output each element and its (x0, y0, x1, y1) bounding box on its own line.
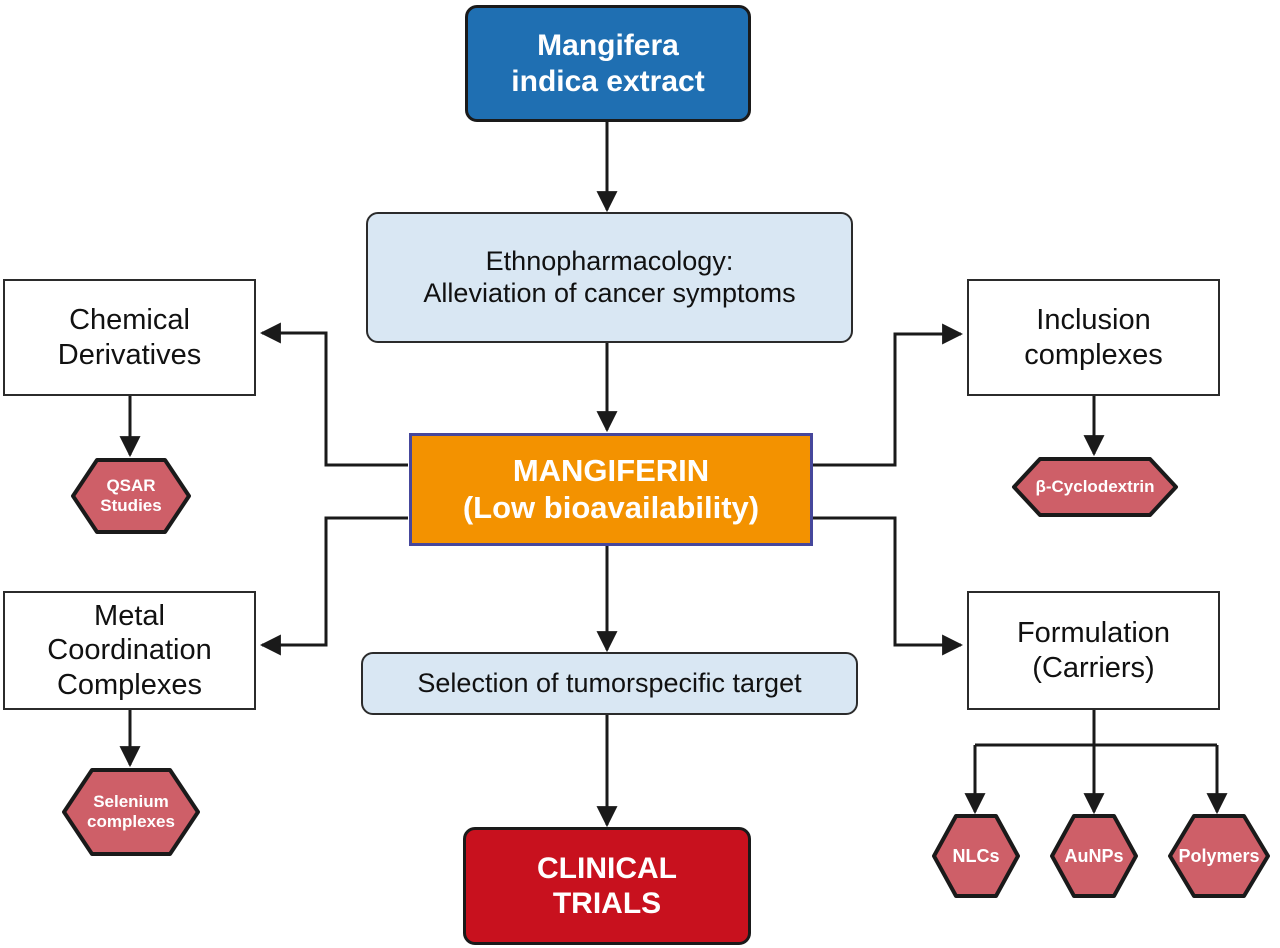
hexagon-shape (1168, 814, 1270, 898)
hexagon-label: AuNPs (1048, 846, 1140, 867)
node-label-wrapper: MANGIFERIN (Low bioavailability) (463, 453, 759, 526)
node-line-1: Ethnopharmacology: (485, 245, 734, 276)
node-formulation-carriers[interactable]: Formulation (Carriers) (967, 591, 1220, 710)
hexagon-nlcs[interactable]: NLCs (930, 812, 1022, 900)
hexagon-line-1: NLCs (952, 845, 1000, 866)
hexagon-shape (62, 768, 200, 856)
node-label-wrapper: Metal Coordination Complexes (47, 599, 211, 702)
node-line-3: Complexes (56, 668, 203, 701)
node-metal-coordination-complexes[interactable]: Metal Coordination Complexes (3, 591, 256, 710)
node-mangiferin[interactable]: MANGIFERIN (Low bioavailability) (409, 433, 813, 546)
node-line-1: Metal (94, 600, 165, 633)
hexagon-line-2: complexes (87, 812, 175, 831)
edge-mangiferin-to-inclusion-complexes (812, 323, 964, 467)
node-line-1: MANGIFERIN (512, 452, 710, 488)
edge-mangiferin-to-formulation (812, 516, 964, 656)
node-label-wrapper: Inclusion complexes (1024, 303, 1163, 371)
node-clinical-trials[interactable]: CLINICAL TRIALS (463, 827, 751, 945)
hexagon-line-1: AuNPs (1064, 845, 1124, 866)
node-tumor-target[interactable]: Selection of tumorspecific target (361, 652, 858, 715)
edge-mangiferin-to-metal-coordination (259, 516, 408, 656)
hexagon-label: QSAR Studies (69, 476, 193, 515)
node-line-2: (Carriers) (1032, 651, 1155, 684)
hexagon-shape (1050, 814, 1138, 898)
node-mangifera-indica-extract[interactable]: Mangifera indica extract (465, 5, 751, 122)
node-chemical-derivatives[interactable]: Chemical Derivatives (3, 279, 256, 396)
node-line-1: Formulation (1016, 617, 1171, 650)
hexagon-line-1: QSAR (106, 476, 156, 496)
hexagon-label: β-Cyclodextrin (1010, 477, 1180, 497)
node-ethnopharmacology[interactable]: Ethnopharmacology: Alleviation of cancer… (366, 212, 853, 343)
hexagon-label: Selenium complexes (60, 792, 202, 831)
node-label-wrapper: Mangifera indica extract (511, 28, 704, 99)
hexagon-label: Polymers (1166, 846, 1272, 867)
node-line-2: (Low bioavailability) (462, 489, 760, 525)
hexagon-line-1: Selenium (93, 792, 169, 812)
node-label-wrapper: Chemical Derivatives (58, 303, 201, 371)
hexagon-beta-cyclodextrin[interactable]: β-Cyclodextrin (1010, 455, 1180, 519)
node-line-2: indica extract (511, 64, 705, 98)
node-line-2: Derivatives (57, 338, 202, 371)
node-line-1: Mangifera (537, 29, 679, 63)
hexagon-shape (1012, 457, 1178, 517)
hexagon-shape (932, 814, 1020, 898)
node-label-wrapper: CLINICAL TRIALS (537, 851, 677, 922)
node-label-wrapper: Formulation (Carriers) (1017, 616, 1170, 684)
node-line-1: CLINICAL (537, 851, 677, 885)
hexagon-line-1: β-Cyclodextrin (1035, 477, 1155, 497)
node-label-wrapper: Ethnopharmacology: Alleviation of cancer… (423, 246, 795, 310)
node-label-wrapper: Selection of tumorspecific target (417, 668, 801, 700)
node-line-1: Selection of tumorspecific target (417, 667, 802, 698)
node-inclusion-complexes[interactable]: Inclusion complexes (967, 279, 1220, 396)
node-line-1: Chemical (69, 304, 190, 337)
hexagon-line-1: Polymers (1178, 845, 1260, 866)
node-line-2: Alleviation of cancer symptoms (423, 277, 796, 308)
hexagon-selenium-complexes[interactable]: Selenium complexes (60, 766, 202, 858)
node-line-2: TRIALS (552, 887, 662, 920)
node-line-2: Coordination (47, 634, 212, 667)
hexagon-qsar-studies[interactable]: QSAR Studies (69, 456, 193, 536)
hexagon-polymers[interactable]: Polymers (1166, 812, 1272, 900)
hexagon-shape (71, 458, 191, 534)
hexagon-line-2: Studies (100, 496, 162, 515)
node-line-1: Inclusion (1036, 304, 1151, 337)
edge-mangiferin-to-chemical-derivatives (259, 322, 408, 467)
hexagon-label: NLCs (930, 846, 1022, 867)
hexagon-aunps[interactable]: AuNPs (1048, 812, 1140, 900)
node-line-2: complexes (1024, 338, 1163, 371)
